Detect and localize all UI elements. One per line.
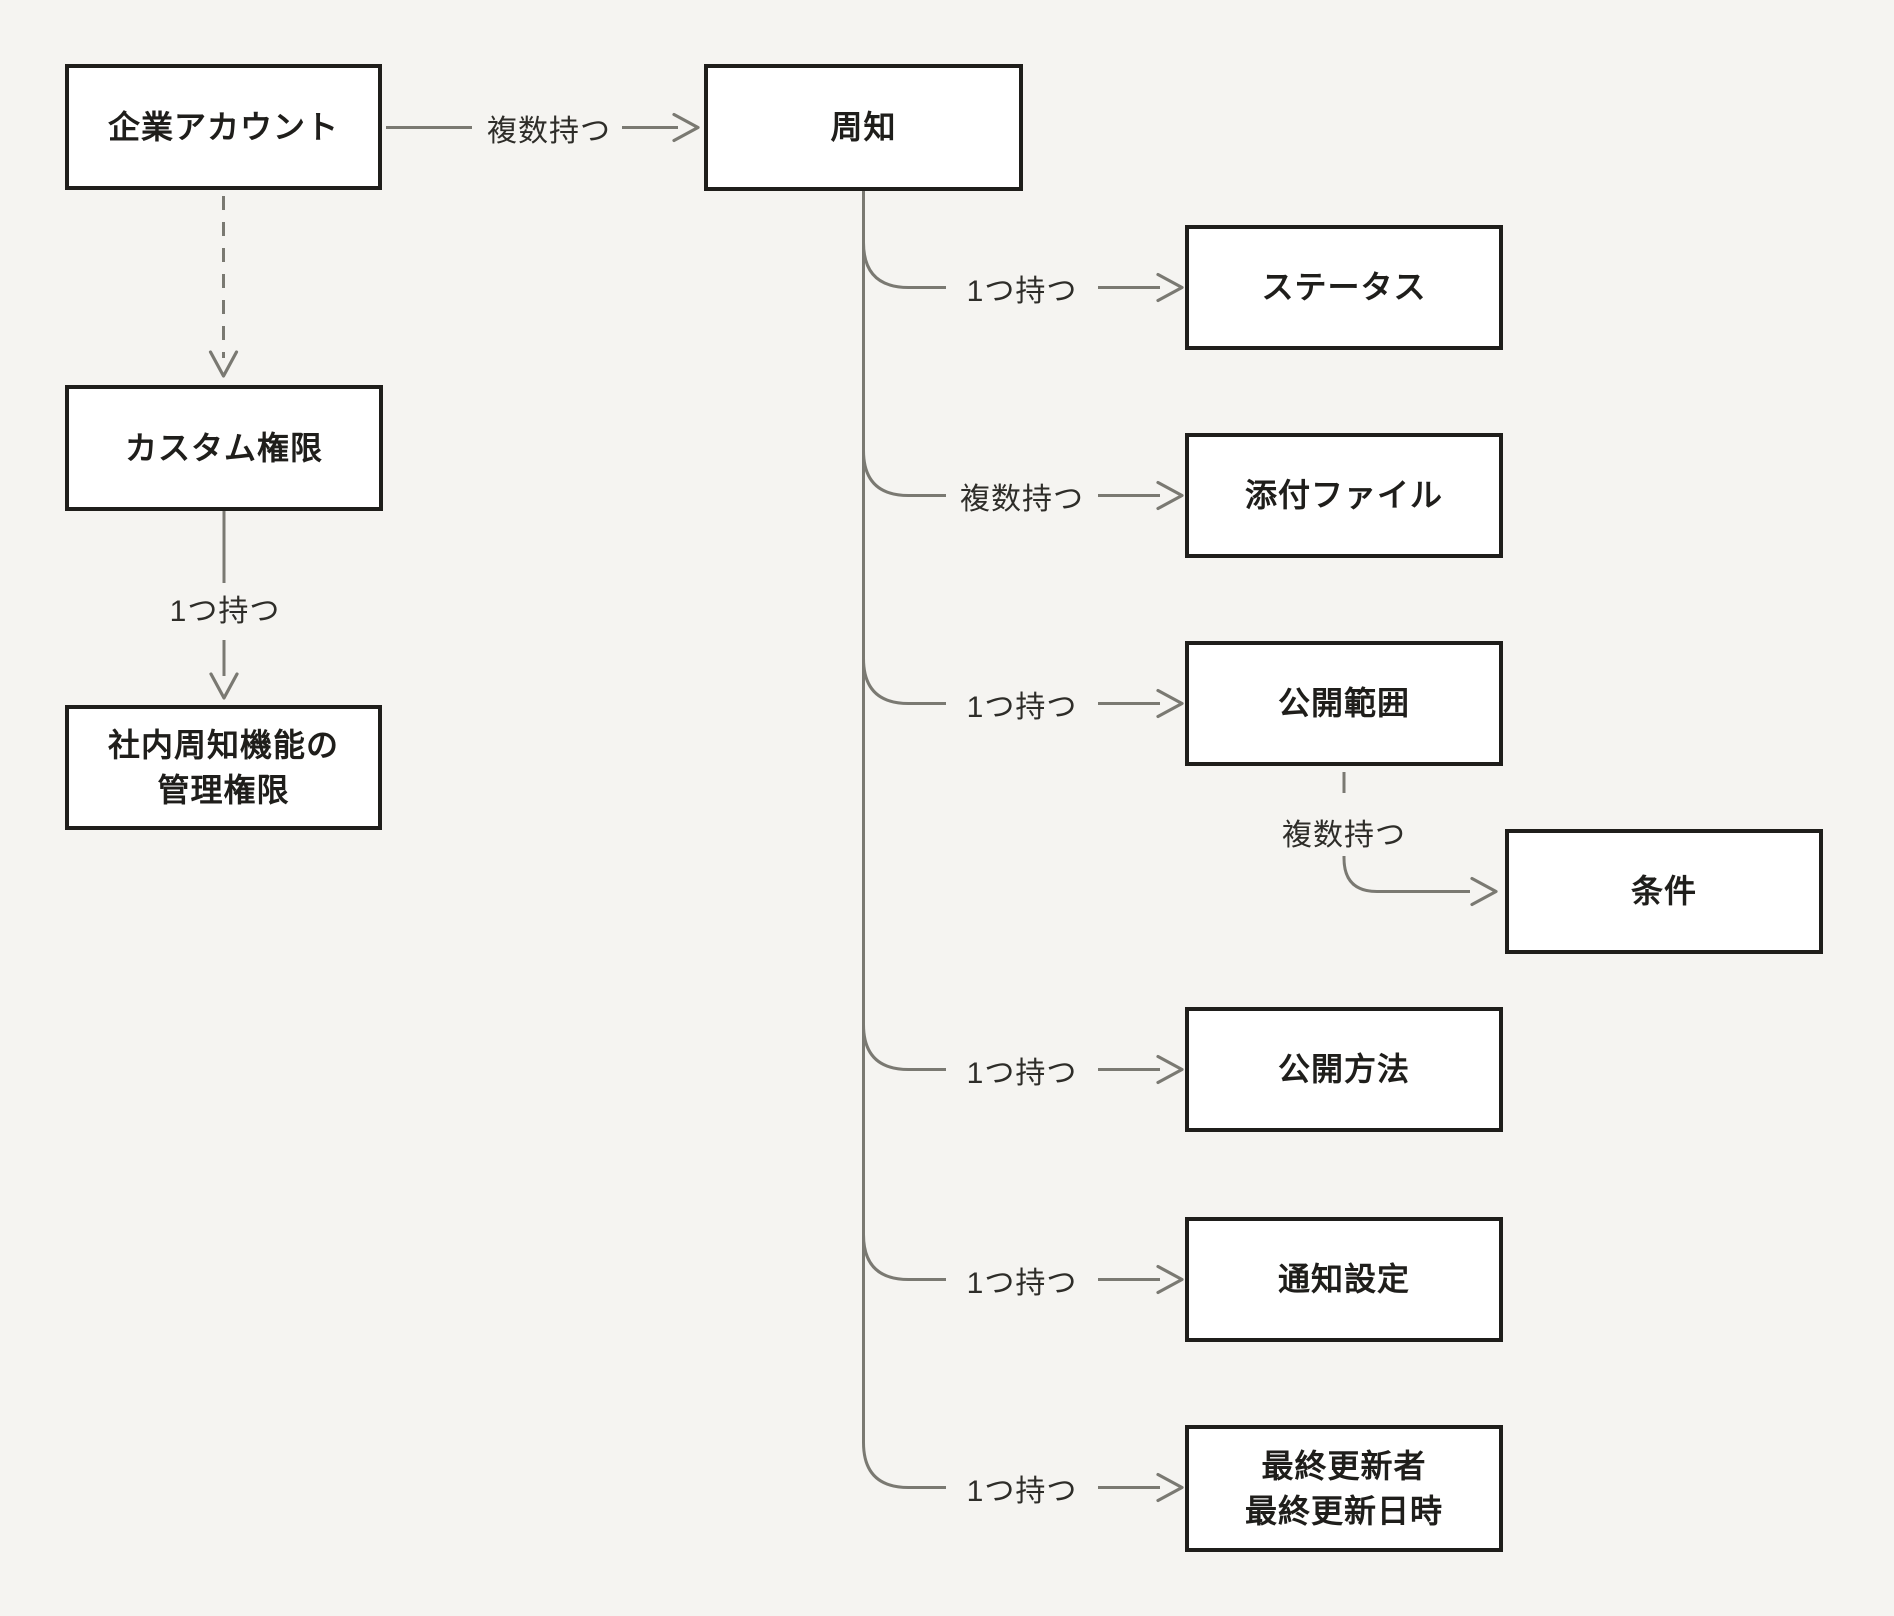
edge-account-has-announcements bbox=[386, 112, 700, 143]
edge-announcement-trunk bbox=[862, 191, 946, 1489]
edge-label-announcement-has-last-updated: 1つ持つ bbox=[966, 1475, 1078, 1508]
edge-label-announcement-has-status: 1つ持つ bbox=[966, 275, 1078, 308]
node-last-updated: 最終更新者 最終更新日時 bbox=[1185, 1425, 1503, 1552]
edge-label-account-has-announcements: 複数持つ bbox=[487, 115, 611, 148]
node-announcement: 周知 bbox=[704, 64, 1023, 191]
edge-label-scope-has-conditions: 複数持つ bbox=[1282, 819, 1406, 852]
edge-label-announcement-has-method: 1つ持つ bbox=[966, 1057, 1078, 1090]
node-last-updated-label-line1: 最終更新者 bbox=[1261, 1447, 1427, 1484]
node-publication-scope-label: 公開範囲 bbox=[1277, 685, 1410, 721]
edge-branch-arrows bbox=[1098, 272, 1184, 1503]
node-admin-permission: 社内周知機能の 管理権限 bbox=[65, 705, 382, 830]
node-publication-method: 公開方法 bbox=[1185, 1007, 1503, 1132]
node-condition: 条件 bbox=[1505, 829, 1823, 954]
node-publication-scope: 公開範囲 bbox=[1185, 641, 1503, 766]
edge-label-announcement-has-scope: 1つ持つ bbox=[966, 691, 1078, 724]
node-notification-settings: 通知設定 bbox=[1185, 1217, 1503, 1342]
node-last-updated-label-line2: 最終更新日時 bbox=[1244, 1492, 1443, 1529]
node-corporate-account: 企業アカウント bbox=[65, 64, 382, 190]
edge-scope-has-conditions bbox=[1342, 772, 1498, 907]
node-announcement-label: 周知 bbox=[830, 109, 897, 145]
node-attachments: 添付ファイル bbox=[1185, 433, 1503, 558]
node-attachments-label: 添付ファイル bbox=[1244, 477, 1443, 513]
edge-branch-curves bbox=[862, 242, 946, 1281]
edge-account-has-custom-permission bbox=[208, 196, 239, 378]
node-status: ステータス bbox=[1185, 225, 1503, 350]
edge-label-custom-has-admin: 1つ持つ bbox=[169, 595, 281, 628]
node-admin-permission-label-line2: 管理権限 bbox=[157, 771, 290, 808]
node-corporate-account-label: 企業アカウント bbox=[107, 108, 339, 145]
node-custom-permission: カスタム権限 bbox=[65, 385, 383, 511]
edge-label-announcement-has-notification: 1つ持つ bbox=[966, 1267, 1078, 1300]
edge-custom-has-admin bbox=[209, 511, 239, 700]
node-admin-permission-label-line1: 社内周知機能の bbox=[107, 726, 339, 763]
node-status-label: ステータス bbox=[1261, 269, 1427, 305]
edge-label-announcement-has-attachments: 複数持つ bbox=[960, 483, 1084, 516]
node-custom-permission-label: カスタム権限 bbox=[124, 429, 323, 466]
node-notification-settings-label: 通知設定 bbox=[1277, 1261, 1410, 1297]
node-publication-method-label: 公開方法 bbox=[1277, 1051, 1410, 1087]
node-condition-label: 条件 bbox=[1630, 873, 1697, 909]
